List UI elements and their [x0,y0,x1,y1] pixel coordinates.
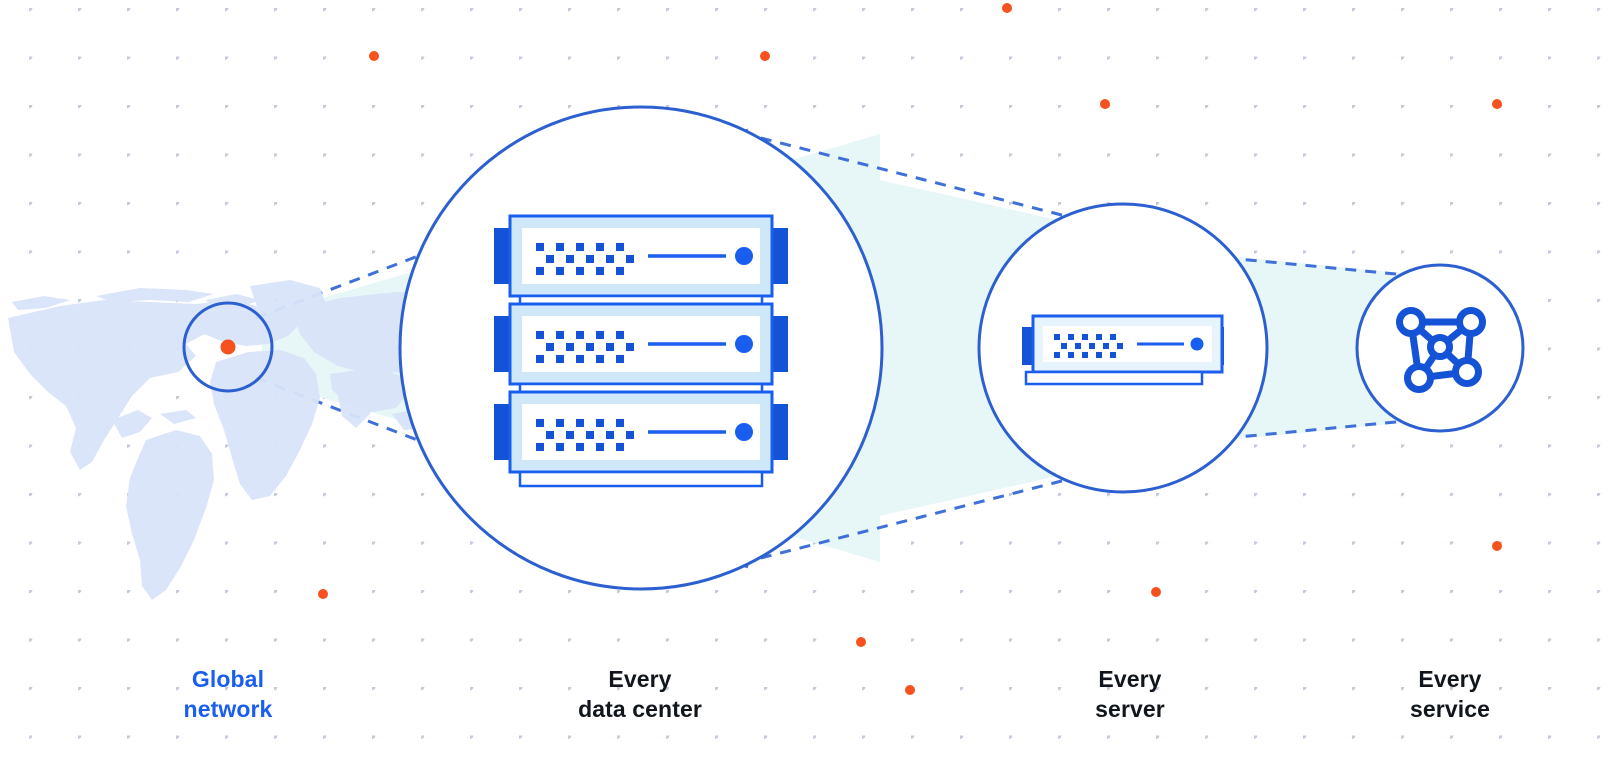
orange-dot [369,51,379,61]
server-unit [494,302,788,386]
orange-dot [1100,99,1110,109]
orange-dot [1151,587,1161,597]
network-mesh-nodes [1396,307,1486,393]
orange-dot [1002,3,1012,13]
vent-grid [536,419,634,451]
location-dot-icon [220,339,236,355]
server-rack-icon [494,214,788,488]
orange-dot [905,685,915,695]
vent-grid [536,243,634,275]
orange-dot [1492,99,1502,109]
server-unit [494,214,788,298]
orange-dot [318,589,328,599]
map-highlight-circle [182,301,274,393]
orange-dot [1492,541,1502,551]
vent-grid [536,331,634,363]
orange-dot [760,51,770,61]
vent-grid [1054,334,1123,358]
orange-dot-group [318,3,1502,695]
server-unit [494,390,788,474]
orange-dot [856,637,866,647]
server-unit-icon [1022,314,1224,386]
